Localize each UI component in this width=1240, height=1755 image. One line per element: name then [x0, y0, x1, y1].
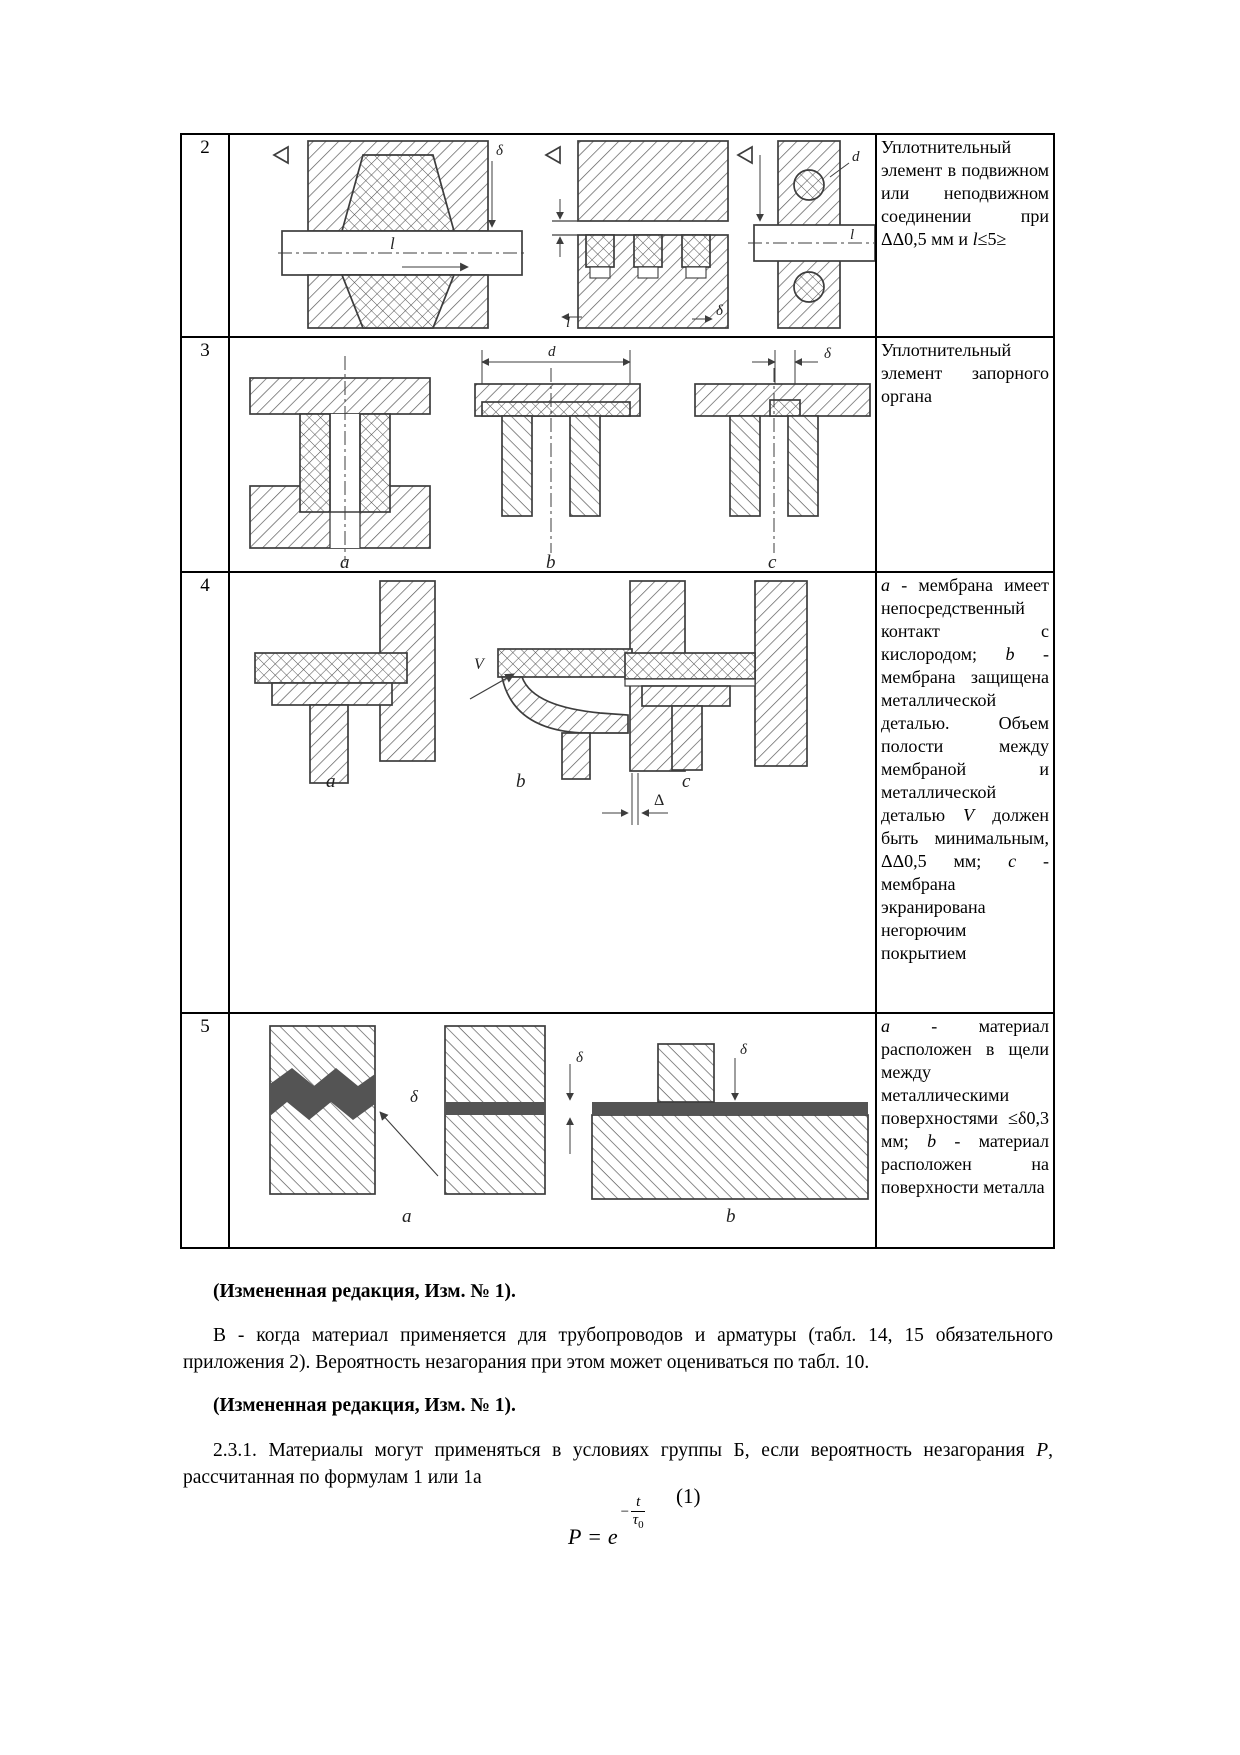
dim-delta-label: δ	[824, 346, 832, 362]
figure-a-label: a	[402, 1206, 412, 1227]
row4-drawing: a V Δ b	[254, 580, 808, 825]
dim-l-label: l	[850, 227, 854, 243]
dim-l-label: l	[390, 234, 395, 253]
row-number: 3	[182, 338, 230, 573]
row3-description: Уплотнительный элемент запорного органа	[881, 340, 1049, 406]
paragraph-2-3-1: 2.3.1. Материалы могут применяться в усл…	[183, 1440, 1053, 1488]
dim-delta-label: δ	[496, 143, 504, 159]
figure-c-label: c	[682, 771, 691, 792]
row-number: 4	[182, 573, 230, 1014]
formula-main: P=e	[568, 1522, 618, 1552]
dim-d-label: d	[852, 149, 860, 165]
row2-figure-a	[272, 140, 528, 329]
materials-conditions-table: 2 l δ	[180, 133, 1055, 1249]
formula-numerator: t	[631, 1494, 646, 1513]
volume-v-label: V	[474, 656, 486, 673]
row5-figure-b	[444, 1025, 869, 1200]
row4-figure-a	[254, 580, 436, 784]
row2-figure-c	[736, 140, 875, 329]
equation-number: (1)	[676, 1484, 701, 1508]
dim-d-label: d	[548, 344, 556, 360]
figure-c-label: c	[768, 552, 777, 571]
formula-p: P	[568, 1523, 582, 1549]
row2-figures: l δ	[230, 135, 877, 336]
paragraph-b: В - когда материал применяется для трубо…	[183, 1325, 1053, 1373]
formula-e: e	[607, 1523, 618, 1549]
row3-figure-a	[249, 356, 431, 562]
dim-delta-label: δ	[716, 303, 724, 319]
row4-figure-c	[624, 580, 808, 771]
row5-drawing: δ a δ δ b	[269, 1025, 869, 1227]
table-row: 4 a	[182, 571, 1053, 1014]
row3-figures: a d b	[230, 338, 877, 573]
figure-b-label: b	[546, 552, 556, 571]
row3-drawing: a d b	[249, 344, 871, 573]
dim-delta-label: δ	[576, 1050, 584, 1066]
dim-delta-label: Δ	[654, 792, 664, 809]
row2-drawing: l δ	[272, 140, 875, 331]
figure-b-label: b	[726, 1206, 736, 1227]
table-row: 5 δ a	[182, 1012, 1053, 1249]
dim-delta-label: δ	[410, 1087, 419, 1106]
row5-figure-a	[269, 1025, 439, 1195]
figure-a-label: a	[340, 552, 350, 571]
row3-figure-c	[694, 350, 871, 553]
amended-note-2: (Измененная редакция, Изм. № 1).	[213, 1395, 516, 1416]
amended-note-1: (Измененная редакция, Изм. № 1).	[213, 1281, 516, 1302]
table-row: 3 a	[182, 336, 1053, 573]
row5-description: a - материал расположен в щели между мет…	[881, 1016, 1049, 1197]
row2-description: Уплотнительный элемент в подвижном или н…	[881, 137, 1049, 249]
row4-figures: a V Δ b	[230, 573, 877, 1014]
row-number: 2	[182, 135, 230, 336]
figure-b-label: b	[516, 771, 526, 792]
formula-equals: =	[588, 1523, 601, 1549]
row4-description: a - мембрана имеет непосредственный конт…	[881, 575, 1050, 963]
figure-a-label: a	[326, 771, 336, 792]
row3-figure-b	[474, 350, 641, 553]
table-row: 2 l δ	[182, 135, 1053, 336]
row2-figure-b	[544, 140, 729, 329]
dim-l-label: l	[566, 315, 570, 331]
row5-figures: δ a δ δ b	[230, 1014, 877, 1249]
row-number: 5	[182, 1014, 230, 1249]
formula-minus: −	[620, 1504, 630, 1521]
dim-delta-label: δ	[740, 1042, 748, 1058]
formula-denominator: τ0	[632, 1512, 644, 1532]
